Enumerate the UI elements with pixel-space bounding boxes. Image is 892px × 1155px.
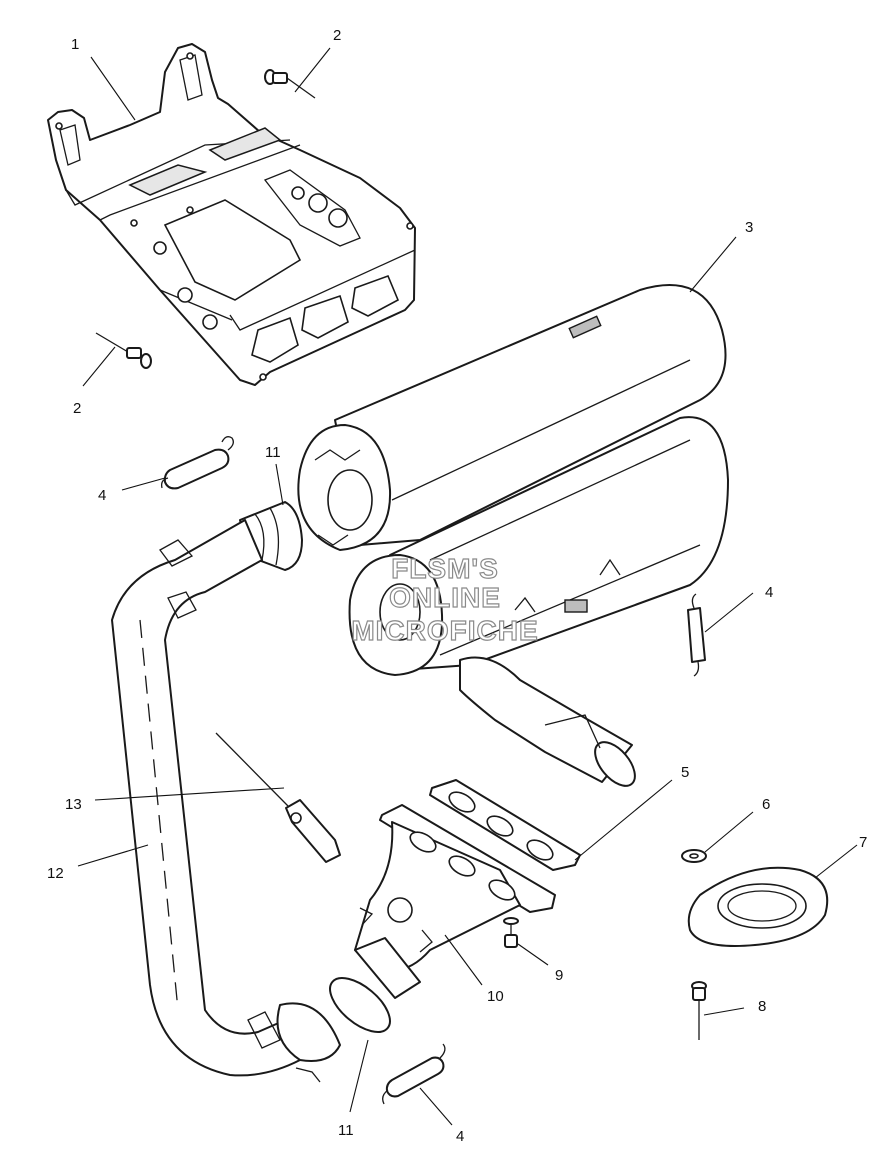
leader-11a: [275, 463, 284, 506]
leader-3: [689, 236, 737, 293]
leader-7: [814, 844, 858, 879]
part-4-spring-right: [687, 593, 706, 677]
part-9-bolt: [503, 917, 519, 948]
part-10-manifold: [354, 804, 556, 999]
leader-8: [703, 1007, 745, 1016]
callout-2b: 2: [73, 400, 81, 417]
leader-4b: [704, 592, 754, 633]
leader-5: [574, 779, 673, 861]
callout-11a: 11: [265, 444, 281, 461]
callout-11b: 11: [338, 1122, 354, 1139]
leader-1: [90, 56, 136, 121]
part-2-rivet-lower: [95, 332, 152, 369]
part-8-rivet: [691, 981, 707, 1040]
leader-10: [444, 934, 483, 986]
part-4-spring-left: [160, 436, 234, 490]
watermark-line-2: ONLINE: [389, 582, 501, 613]
leader-4c: [419, 1087, 453, 1126]
callout-13: 13: [65, 796, 82, 813]
callout-3: 3: [745, 219, 753, 236]
leader-12: [77, 844, 149, 867]
leader-lines: [77, 47, 858, 1126]
part-11-seal-lower: [329, 977, 391, 1033]
part-13-sensor: [215, 732, 341, 863]
watermark-line-3: MICROFICHE: [351, 615, 538, 646]
watermark-line-1: FLSM'S: [391, 553, 499, 584]
leader-13: [94, 787, 285, 801]
watermark: FLSM'S ONLINE MICROFICHE: [351, 552, 539, 646]
leader-9: [517, 943, 549, 966]
leader-6: [704, 811, 754, 853]
leader-2a: [294, 47, 331, 93]
callout-4b: 4: [765, 584, 773, 601]
callout-2a: 2: [333, 27, 341, 44]
part-3-muffler: [297, 284, 729, 787]
callout-4a: 4: [98, 487, 106, 504]
callout-6: 6: [762, 796, 770, 813]
leader-2b: [82, 346, 116, 387]
callout-numbers: 1 2 2 3 4 4 4 5 6 7 8 9 10 11 11 12 13: [47, 27, 867, 1145]
leader-11b: [349, 1039, 369, 1113]
part-7-flange-cover: [687, 866, 829, 947]
callout-8: 8: [758, 998, 766, 1015]
callout-7: 7: [859, 834, 867, 851]
part-5-gasket: [429, 779, 581, 871]
callout-9: 9: [555, 967, 563, 984]
part-1-mounting-bracket: [47, 43, 416, 386]
callout-12: 12: [47, 865, 64, 882]
leader-4a: [121, 477, 166, 491]
callout-1: 1: [71, 36, 79, 53]
part-2-rivet-upper: [264, 69, 316, 99]
part-6-washer: [681, 849, 707, 863]
callout-5: 5: [681, 764, 689, 781]
callout-4c: 4: [456, 1128, 464, 1145]
part-12-exhaust-pipe: [111, 519, 341, 1083]
part-4-spring-bottom: [382, 1043, 446, 1105]
callout-10: 10: [487, 988, 504, 1005]
